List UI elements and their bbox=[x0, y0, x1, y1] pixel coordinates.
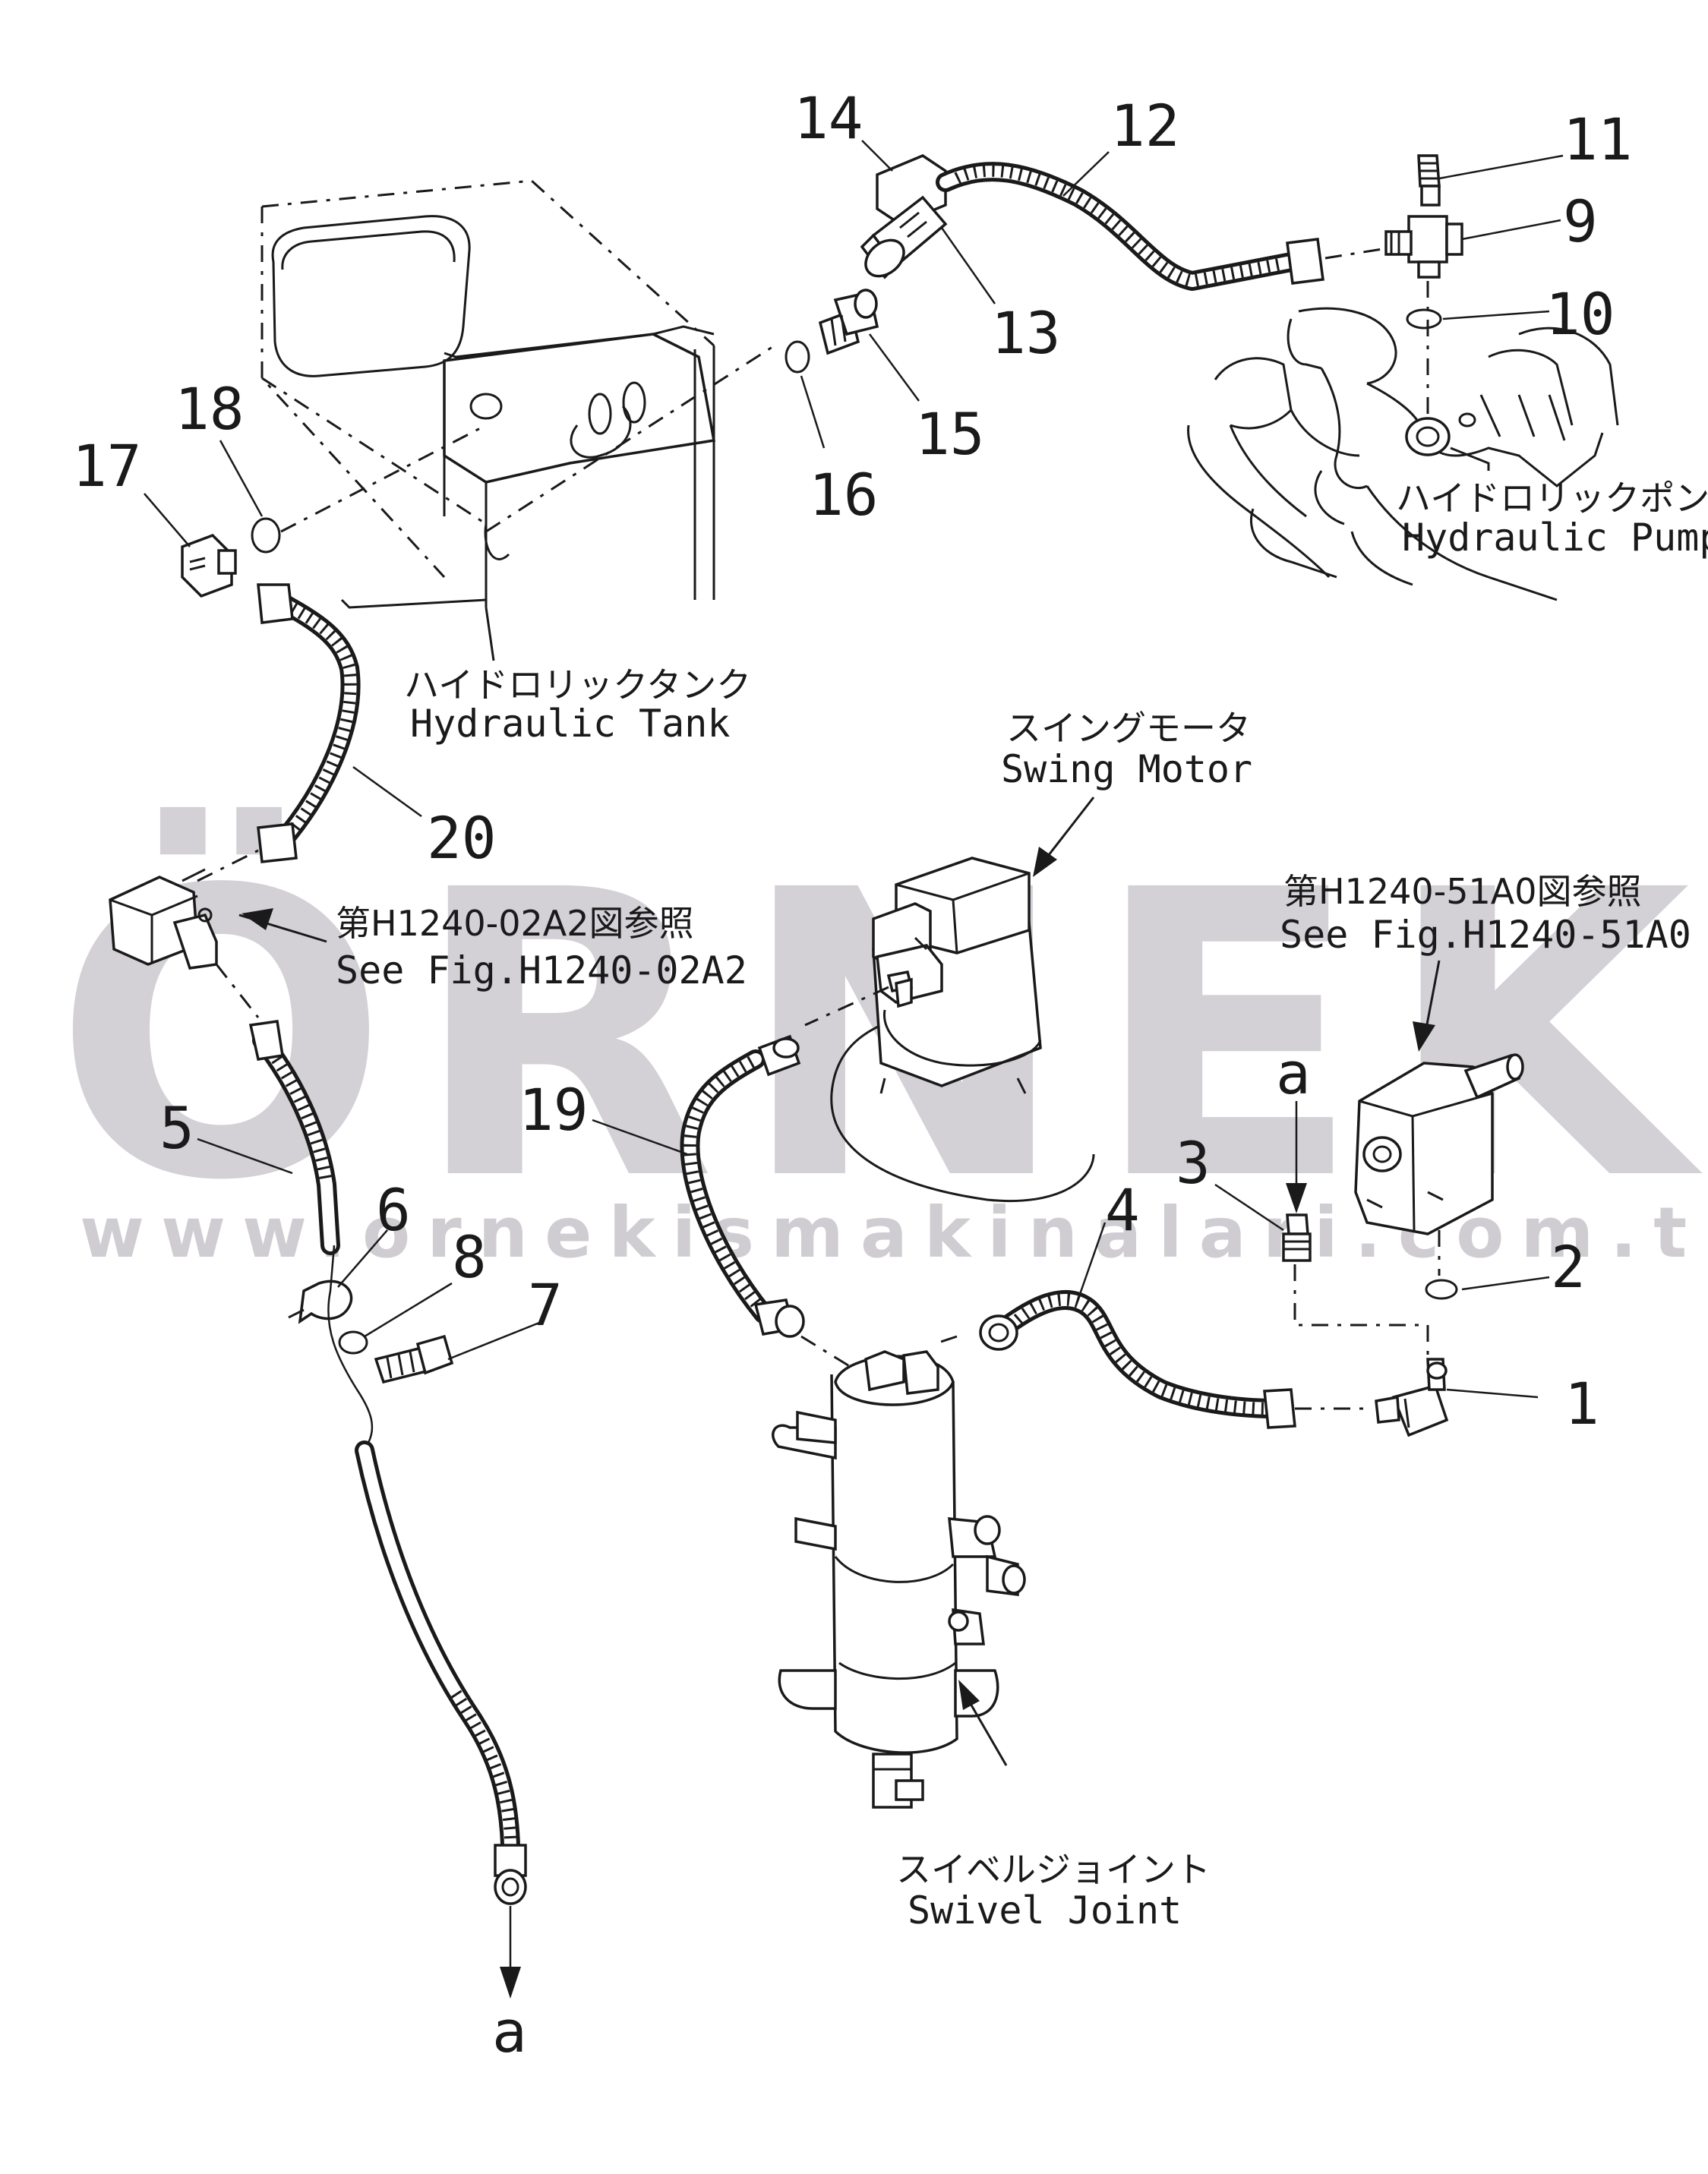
part-number-7: 7 bbox=[528, 1271, 563, 1339]
connection-mark-top: a bbox=[1276, 1040, 1311, 1213]
part-number-16: 16 bbox=[809, 461, 879, 529]
part-number-19: 19 bbox=[519, 1076, 589, 1144]
part-10-o-ring bbox=[1406, 308, 1442, 330]
part-number-12: 12 bbox=[1110, 92, 1180, 159]
part-7-bolt bbox=[374, 1334, 454, 1384]
part-17-elbow bbox=[181, 533, 237, 598]
hydraulic-pump-label: ハイドロリックポンプ Hydraulic Pump bbox=[1396, 478, 1708, 560]
hydraulic-tank-drawing bbox=[260, 179, 775, 661]
ref-51a0-en: See Fig.H1240-51A0 bbox=[1280, 913, 1691, 957]
ref-51a0-arrow bbox=[1413, 960, 1441, 1052]
connection-mark-top-text: a bbox=[1276, 1040, 1311, 1107]
part-6-clamp bbox=[288, 1279, 353, 1324]
hydraulic-tank-label-en: Hydraulic Tank bbox=[410, 702, 730, 746]
hydraulic-tank-label-jp: ハイドロリックタンク bbox=[404, 664, 751, 705]
swing-motor-label-en: Swing Motor bbox=[1001, 747, 1252, 791]
hydraulic-pump-label-jp: ハイドロリックポンプ bbox=[1396, 478, 1708, 519]
swivel-joint-label: スイベルジョイント Swivel Joint bbox=[896, 1849, 1211, 1933]
ref-02a2-label: 第H1240-02A2図参照 See Fig.H1240-02A2 bbox=[336, 903, 747, 992]
swivel-joint-label-en: Swivel Joint bbox=[908, 1888, 1182, 1933]
part-16-o-ring bbox=[785, 340, 810, 374]
hydraulic-pump-label-en: Hydraulic Pump bbox=[1402, 516, 1708, 560]
swivel-joint-label-jp: スイベルジョイント bbox=[896, 1849, 1211, 1890]
hydraulic-tank-label: ハイドロリックタンク Hydraulic Tank bbox=[404, 664, 751, 746]
junction-block bbox=[109, 849, 259, 970]
part-15-elbow bbox=[818, 289, 879, 355]
part-number-1: 1 bbox=[1564, 1370, 1599, 1437]
part-number-13: 13 bbox=[991, 299, 1061, 367]
ref-02a2-arrow bbox=[238, 908, 327, 943]
valve-block-51a0 bbox=[1354, 1053, 1524, 1235]
part-number-6: 6 bbox=[376, 1176, 411, 1244]
part-number-10: 10 bbox=[1545, 280, 1615, 348]
ref-02a2-en: See Fig.H1240-02A2 bbox=[336, 948, 747, 992]
swivel-joint-arrow bbox=[958, 1680, 1008, 1766]
part-number-15: 15 bbox=[915, 400, 985, 468]
part-12-hose bbox=[936, 162, 1383, 291]
part-number-11: 11 bbox=[1563, 106, 1633, 173]
leader-lines bbox=[144, 140, 1564, 1399]
hydraulic-pump-drawing bbox=[1187, 307, 1619, 601]
part-number-3: 3 bbox=[1176, 1129, 1211, 1197]
ref-51a0-jp: 第H1240-51A0図参照 bbox=[1283, 871, 1642, 912]
part-4-hose bbox=[933, 1290, 1371, 1429]
part-18-o-ring bbox=[251, 517, 281, 554]
part-number-8: 8 bbox=[452, 1223, 487, 1291]
part-number-5: 5 bbox=[159, 1094, 194, 1162]
swing-motor-label-jp: スイングモータ bbox=[1006, 708, 1251, 749]
part-number-2: 2 bbox=[1551, 1233, 1586, 1301]
connection-mark-bottom: a bbox=[492, 1998, 527, 2065]
part-5-hose bbox=[215, 964, 340, 1255]
part-number-20: 20 bbox=[427, 804, 497, 872]
swivel-joint-drawing bbox=[772, 1350, 1026, 1809]
part-2-o-ring bbox=[1425, 1279, 1458, 1300]
ref-51a0-label: 第H1240-51A0図参照 See Fig.H1240-51A0 bbox=[1280, 871, 1691, 957]
swing-motor-arrow bbox=[1033, 797, 1095, 877]
part-number-4: 4 bbox=[1105, 1176, 1140, 1244]
part-3-fitting bbox=[1282, 1213, 1429, 1359]
part-number-17: 17 bbox=[72, 432, 142, 500]
part-19-hose bbox=[680, 1034, 851, 1368]
part-9-tee bbox=[1384, 215, 1463, 279]
part-number-18: 18 bbox=[175, 375, 245, 443]
part-number-14: 14 bbox=[794, 84, 863, 152]
ref-02a2-jp: 第H1240-02A2図参照 bbox=[336, 903, 694, 944]
part-13-fitting bbox=[860, 195, 948, 279]
part-8-washer bbox=[338, 1330, 368, 1355]
part-11-fitting bbox=[1417, 154, 1441, 207]
part-number-labels: 1 2 3 4 5 6 7 8 9 10 11 12 13 14 15 16 1… bbox=[72, 84, 1633, 1437]
part-1-elbow bbox=[1375, 1358, 1449, 1437]
swing-motor-label: スイングモータ Swing Motor bbox=[1001, 708, 1252, 791]
part-20-hose bbox=[257, 583, 361, 863]
swing-motor-drawing bbox=[804, 857, 1095, 1202]
part-number-9: 9 bbox=[1563, 188, 1598, 255]
long-drain-hose bbox=[355, 1440, 527, 1999]
